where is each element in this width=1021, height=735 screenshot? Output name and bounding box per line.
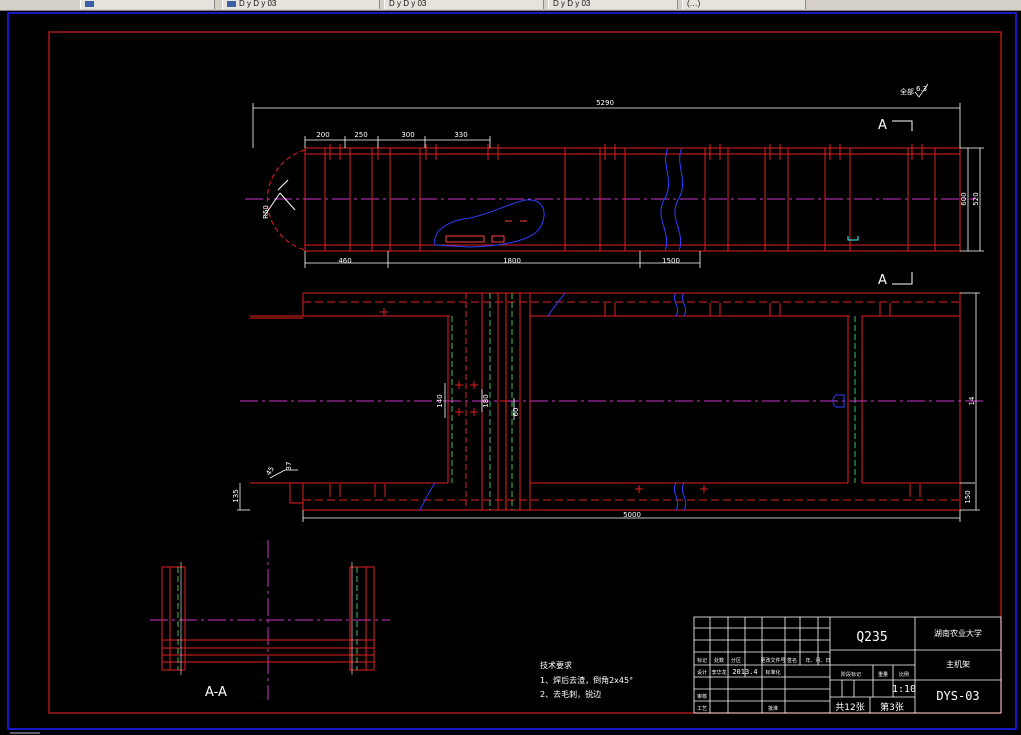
tech-notes-title: 技术要求 xyxy=(540,660,572,670)
dim-5290: 5290 xyxy=(596,99,614,107)
window-icon xyxy=(85,0,94,7)
taskbar: D y D y 03 D y D y 03 D y D y 03 (…) xyxy=(0,0,1021,11)
row-check: 审核 xyxy=(697,693,707,700)
plan-view xyxy=(240,292,985,511)
weight-label: 重量 xyxy=(878,671,888,678)
dim-height: 14 xyxy=(968,396,976,405)
roughness-label: 全部 xyxy=(900,87,914,96)
dim-180: 180 xyxy=(482,394,490,407)
taskbar-item-4[interactable]: (…) xyxy=(682,0,806,9)
header-date: 年、月、日 xyxy=(805,657,830,664)
designer-name: 李华龙 xyxy=(711,669,726,676)
header-mark: 标记 xyxy=(697,657,707,664)
dim-1800: 1800 xyxy=(503,257,521,265)
tech-notes-item-2: 2、去毛刺，锐边 xyxy=(540,689,601,699)
dim-300: 300 xyxy=(401,131,414,139)
taskbar-item-1[interactable]: D y D y 03 xyxy=(222,0,380,9)
dim-5000: 5000 xyxy=(623,511,641,519)
drawing-number: DYS-03 xyxy=(936,689,979,703)
dim-520: 520 xyxy=(972,192,980,205)
window-icon xyxy=(227,0,236,7)
school-name: 湖南农业大学 xyxy=(934,628,982,638)
stage-label: 阶段标记 xyxy=(841,671,861,678)
scale-value: 1:10 xyxy=(892,684,916,695)
dim-135: 135 xyxy=(232,489,240,502)
plan-view-dimensions xyxy=(237,292,980,522)
roughness-note: 全部 6.3 xyxy=(900,83,929,98)
taskbar-item-2[interactable]: D y D y 03 xyxy=(384,0,544,9)
dim-radius: R50 xyxy=(262,205,270,219)
dim-460: 460 xyxy=(338,257,351,265)
dim-1500: 1500 xyxy=(662,257,680,265)
scale-label: 比例 xyxy=(899,671,909,678)
header-sign: 签名 xyxy=(787,657,797,664)
section-marker-bottom: A xyxy=(878,272,913,288)
section-label-a-top: A xyxy=(878,118,887,133)
dim-45: 45 xyxy=(265,465,276,477)
dim-140: 140 xyxy=(436,394,444,407)
dim-150: 150 xyxy=(964,490,972,503)
dim-37: 37 xyxy=(285,462,293,471)
dim-330: 330 xyxy=(454,131,467,139)
part-name: 主机架 xyxy=(946,659,970,669)
dim-600: 600 xyxy=(960,192,968,205)
top-view-dimensions xyxy=(252,103,984,268)
sheet-number: 第3张 xyxy=(880,701,904,713)
header-zone: 分区 xyxy=(731,657,741,664)
plan-view-dim-text: 5000 150 14 140 180 60 135 37 45 xyxy=(232,394,976,519)
section-view-label: A-A xyxy=(205,685,227,700)
section-label-a-bottom: A xyxy=(878,273,887,288)
row-approve: 批准 xyxy=(768,705,778,712)
row-process: 工艺 xyxy=(697,706,707,712)
material-value: Q235 xyxy=(856,630,887,645)
title-block-text: Q235 湖南农业大学 主机架 DYS-03 1:10 共12张 第3张 阶段标… xyxy=(697,628,982,713)
drawing-frame xyxy=(48,31,1002,714)
header-count: 处数 xyxy=(714,657,724,664)
dim-200: 200 xyxy=(316,131,329,139)
tech-notes-item-1: 1、焊后去渣，倒角2x45° xyxy=(540,675,633,685)
top-view xyxy=(245,144,975,252)
roughness-value: 6.3 xyxy=(916,85,927,93)
dim-250: 250 xyxy=(354,131,367,139)
row-standard: 标准化 xyxy=(765,669,780,676)
design-date: 2013.4 xyxy=(732,668,757,676)
top-view-round-end xyxy=(266,149,306,251)
section-view xyxy=(150,540,390,700)
sheets-total: 共12张 xyxy=(835,702,864,713)
section-marker-top: A xyxy=(878,118,913,133)
header-change-doc: 更改文件号 xyxy=(760,657,785,664)
taskbar-item-0[interactable] xyxy=(80,0,215,9)
title-block xyxy=(693,616,1002,714)
row-design: 设计 xyxy=(697,669,707,676)
dim-60: 60 xyxy=(512,408,520,417)
taskbar-item-3[interactable]: D y D y 03 xyxy=(548,0,678,9)
top-view-dim-text: 5290 200 250 300 330 460 1800 1500 600 5… xyxy=(262,99,980,265)
viewport-border xyxy=(7,12,1017,730)
tech-notes: 技术要求 1、焊后去渣，倒角2x45° 2、去毛刺，锐边 xyxy=(540,660,633,699)
